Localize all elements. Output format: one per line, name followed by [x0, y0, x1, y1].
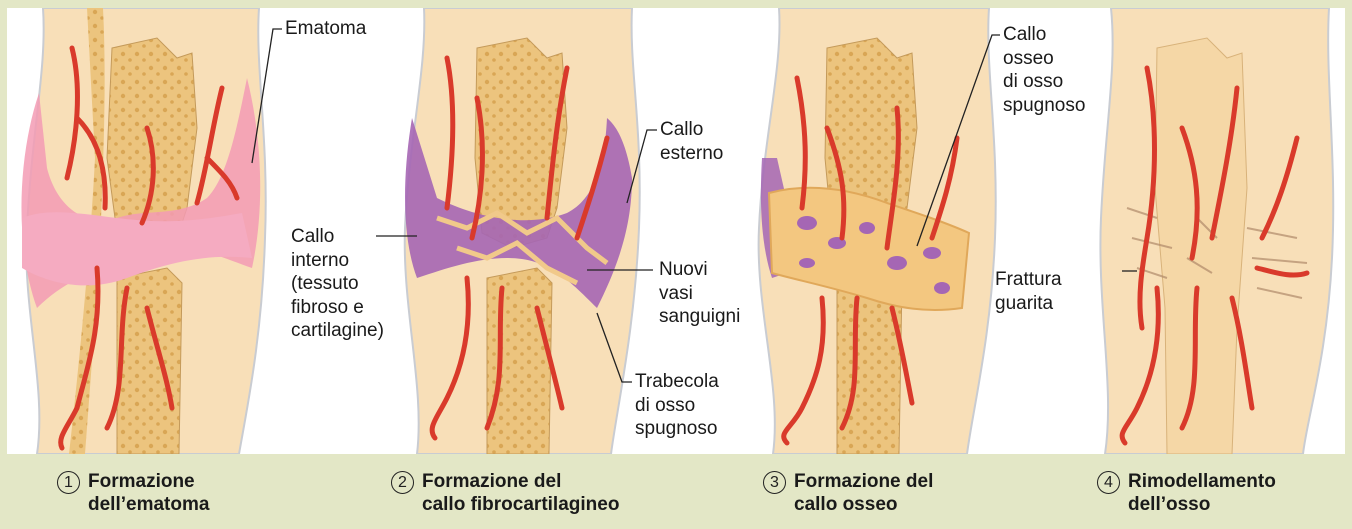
label-callo-osseo: Callo osseo di osso spugnoso	[1003, 23, 1085, 117]
step-2-title: Formazione del callo fibrocartilagineo	[422, 470, 619, 516]
label-frattura-guarita: Frattura guarita	[995, 268, 1062, 315]
step-3: 3 Formazione del callo osseo	[763, 470, 933, 516]
label-callo-esterno: Callo esterno	[660, 118, 723, 165]
label-nuovi-vasi: Nuovi vasi sanguigni	[659, 258, 740, 329]
illustration-panel: Ematoma Callo interno (tessuto fibroso e…	[7, 8, 1345, 454]
step-4-title: Rimodellamento dell’osso	[1128, 470, 1276, 516]
panel-1-bone	[21, 8, 265, 454]
step-4: 4 Rimodellamento dell’osso	[1097, 470, 1276, 516]
label-callo-interno: Callo interno (tessuto fibroso e cartila…	[291, 225, 384, 343]
panel-2-bone	[405, 8, 640, 454]
label-ematoma: Ematoma	[285, 17, 366, 41]
step-2: 2 Formazione del callo fibrocartilagineo	[391, 470, 619, 516]
panel-4-bone	[1100, 8, 1333, 454]
step-1-number: 1	[57, 471, 80, 494]
step-3-number: 3	[763, 471, 786, 494]
step-1: 1 Formazione dell’ematoma	[57, 470, 209, 516]
panel-3-bone	[759, 8, 996, 454]
step-3-title: Formazione del callo osseo	[794, 470, 933, 516]
step-2-number: 2	[391, 471, 414, 494]
label-trabecola: Trabecola di osso spugnoso	[635, 370, 719, 441]
step-4-number: 4	[1097, 471, 1120, 494]
step-1-title: Formazione dell’ematoma	[88, 470, 209, 516]
